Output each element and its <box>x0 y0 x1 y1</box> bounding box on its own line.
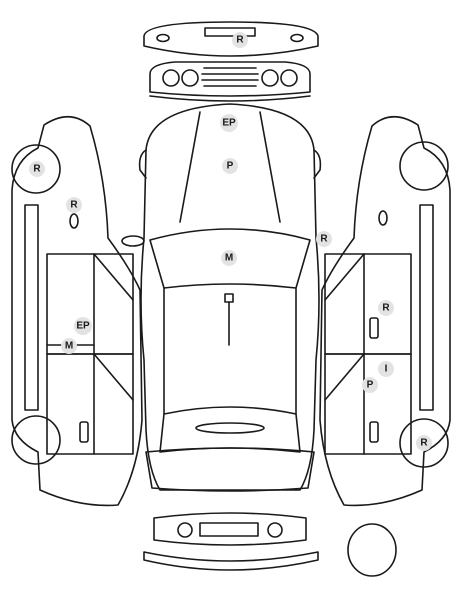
car-left-side <box>11 115 143 507</box>
spare-tire <box>347 523 397 577</box>
marker-left-front-door[interactable]: EP <box>74 317 92 335</box>
marker-code: R <box>33 164 41 175</box>
marker-code: M <box>225 253 233 264</box>
rear-bumper <box>143 512 319 571</box>
marker-code: R <box>320 234 328 245</box>
marker-right-mirror[interactable]: R <box>316 231 332 247</box>
marker-code: P <box>367 380 374 391</box>
marker-hood-lower[interactable]: P <box>222 158 238 174</box>
marker-left-rocker[interactable]: M <box>61 338 77 354</box>
marker-right-rear-door-upper[interactable]: I <box>378 361 394 377</box>
marker-code: R <box>382 303 390 314</box>
marker-code: R <box>236 35 244 46</box>
marker-code: EP <box>76 321 90 332</box>
marker-right-rear-door-lower[interactable]: P <box>362 377 378 393</box>
marker-left-fender[interactable]: R <box>66 197 82 213</box>
marker-windshield[interactable]: M <box>221 250 237 266</box>
marker-code: P <box>227 161 234 172</box>
marker-code: M <box>65 341 73 352</box>
car-right-side <box>319 115 451 507</box>
left-mirror <box>121 235 145 247</box>
front-bumper <box>143 21 319 57</box>
front-grille <box>149 61 311 102</box>
marker-right-front-door[interactable]: R <box>378 300 394 316</box>
marker-code: R <box>70 200 78 211</box>
marker-left-fender-wheel[interactable]: R <box>29 161 45 177</box>
marker-right-rear-wheel[interactable]: R <box>416 435 432 451</box>
marker-front-bumper[interactable]: R <box>232 32 248 48</box>
marker-code: EP <box>222 118 236 129</box>
marker-code: R <box>420 438 428 449</box>
marker-hood-upper[interactable]: EP <box>220 114 238 132</box>
marker-code: I <box>385 364 388 375</box>
car-top-view <box>138 103 322 492</box>
